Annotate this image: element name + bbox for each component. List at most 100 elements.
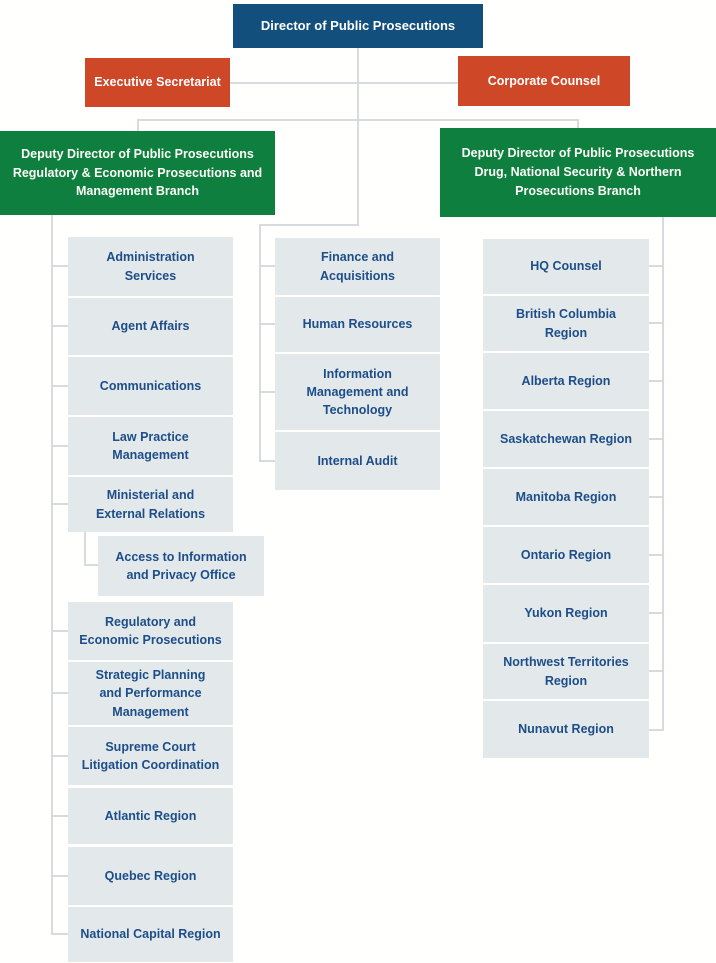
node-label-line: Deputy Director of Public Prosecutions [461, 146, 695, 161]
node-label-line: Management and [306, 384, 409, 399]
node-strategic-planning-performance-management: Strategic Planning and Performance Manag… [68, 662, 233, 725]
node-label-line: and Privacy Office [126, 568, 236, 582]
connector-stub [649, 729, 664, 731]
node-label-line: Economic Prosecutions [79, 633, 222, 647]
node-label-line: Northwest Territories [503, 655, 629, 670]
connector-stub [649, 265, 664, 267]
node-label-line: Law Practice [112, 429, 189, 444]
node-label-line: Regulatory & Economic Prosecutions and [12, 165, 263, 180]
node-label-line: Information [323, 366, 392, 381]
node-label: Executive Secretariat [94, 75, 221, 90]
node-label-line: External Relations [95, 506, 206, 521]
node-label-line: Atlantic Region [104, 808, 197, 823]
connector-stub [51, 815, 68, 817]
connector-access-stub [84, 564, 98, 566]
node-label-line: Manitoba Region [515, 489, 617, 504]
node-supreme-court-litigation-coordination: Supreme Court Litigation Coordination [68, 727, 233, 785]
connector-middle-spine [259, 224, 261, 462]
node-label-line: Finance and [321, 250, 394, 265]
node-label-line: Agent Affairs [111, 319, 190, 334]
connector-stub [51, 503, 68, 505]
connector-director-drop [357, 48, 359, 225]
connector-stub [51, 630, 68, 632]
node-label-line: Deputy Director of Public Prosecutions [21, 146, 254, 161]
node-label-line: Drug, National Security & Northern [474, 165, 682, 180]
node-label-line: Internal Audit [317, 453, 398, 468]
node-saskatchewan-region: Saskatchewan Region [483, 411, 649, 467]
connector-stub [51, 755, 68, 757]
node-director: Director of Public Prosecutions [233, 4, 483, 48]
node-label-line: and Performance [99, 686, 202, 701]
node-quebec-region: Quebec Region [68, 847, 233, 905]
node-corporate-counsel: Corporate Counsel [458, 56, 630, 106]
node-label-line: British Columbia [515, 307, 616, 322]
node-ontario-region: Ontario Region [483, 527, 649, 583]
connector-left-spine [51, 215, 53, 935]
node-label-line: Yukon Region [524, 606, 608, 621]
connector-deputy-left-drop [137, 119, 139, 131]
node-label-line: Acquisitions [319, 268, 395, 283]
connector-stub [259, 460, 275, 462]
node-internal-audit: Internal Audit [275, 432, 440, 490]
connector-stub [649, 322, 664, 324]
node-human-resources: Human Resources [275, 297, 440, 352]
node-deputy-director-regulatory-branch: Deputy Director of Public Prosecutions R… [0, 131, 275, 215]
connector-corporate-counsel [359, 82, 458, 84]
node-hq-counsel: HQ Counsel [483, 239, 649, 294]
node-finance-acquisitions: Finance and Acquisitions [275, 238, 440, 295]
connector-stub [649, 496, 664, 498]
node-british-columbia-region: British Columbia Region [483, 296, 649, 351]
node-label-line: Management [112, 448, 189, 462]
connector-middle-link [259, 224, 359, 226]
connector-stub [649, 612, 664, 614]
node-label-line: Prosecutions Branch [515, 183, 641, 198]
node-yukon-region: Yukon Region [483, 585, 649, 642]
node-northwest-territories-region: Northwest Territories Region [483, 644, 649, 699]
connector-stub [51, 265, 68, 267]
connector-access-drop [84, 532, 86, 566]
node-label-line: Litigation Coordination [81, 758, 220, 772]
connector-executive-secretariat [230, 82, 357, 84]
connector-deputy-branch [137, 119, 579, 121]
node-administration-services: Administration Services [68, 237, 233, 296]
node-label-line: Communications [99, 378, 202, 393]
node-label-line: Services [124, 268, 177, 283]
node-regulatory-economic-prosecutions: Regulatory and Economic Prosecutions [68, 602, 233, 660]
node-law-practice-management: Law Practice Management [68, 417, 233, 475]
node-label: Director of Public Prosecutions [260, 18, 456, 34]
node-atlantic-region: Atlantic Region [68, 788, 233, 844]
connector-stub [649, 438, 664, 440]
node-executive-secretariat: Executive Secretariat [85, 58, 230, 107]
connector-stub [649, 380, 664, 382]
node-communications: Communications [68, 357, 233, 415]
node-label-line: Region [544, 325, 588, 340]
node-alberta-region: Alberta Region [483, 353, 649, 409]
node-access-to-information-privacy-office: Access to Information and Privacy Office [98, 536, 264, 596]
node-label-line: Human Resources [302, 317, 413, 332]
connector-deputy-right-drop [577, 119, 579, 128]
node-label-line: Supreme Court [105, 739, 196, 754]
connector-stub [51, 445, 68, 447]
connector-right-spine [662, 217, 664, 731]
node-label-line: HQ Counsel [530, 259, 602, 274]
node-manitoba-region: Manitoba Region [483, 469, 649, 525]
node-label-line: National Capital Region [80, 927, 221, 942]
connector-stub [259, 265, 275, 267]
node-label-line: Access to Information [115, 549, 247, 564]
connector-stub [51, 385, 68, 387]
node-ministerial-external-relations: Ministerial and External Relations [68, 477, 233, 532]
node-label-line: Administration [106, 250, 195, 265]
connector-stub [51, 325, 68, 327]
node-label-line: Region [544, 673, 588, 688]
node-information-management-technology: Information Management and Technology [275, 354, 440, 430]
connector-stub [259, 323, 275, 325]
node-label-line: Ontario Region [520, 547, 612, 562]
connector-stub [259, 391, 275, 393]
node-agent-affairs: Agent Affairs [68, 298, 233, 355]
node-label-line: Management [112, 704, 189, 719]
node-label-line: Technology [322, 403, 393, 418]
node-label-line: Quebec Region [104, 868, 197, 883]
connector-stub [51, 692, 68, 694]
connector-stub [51, 875, 68, 877]
